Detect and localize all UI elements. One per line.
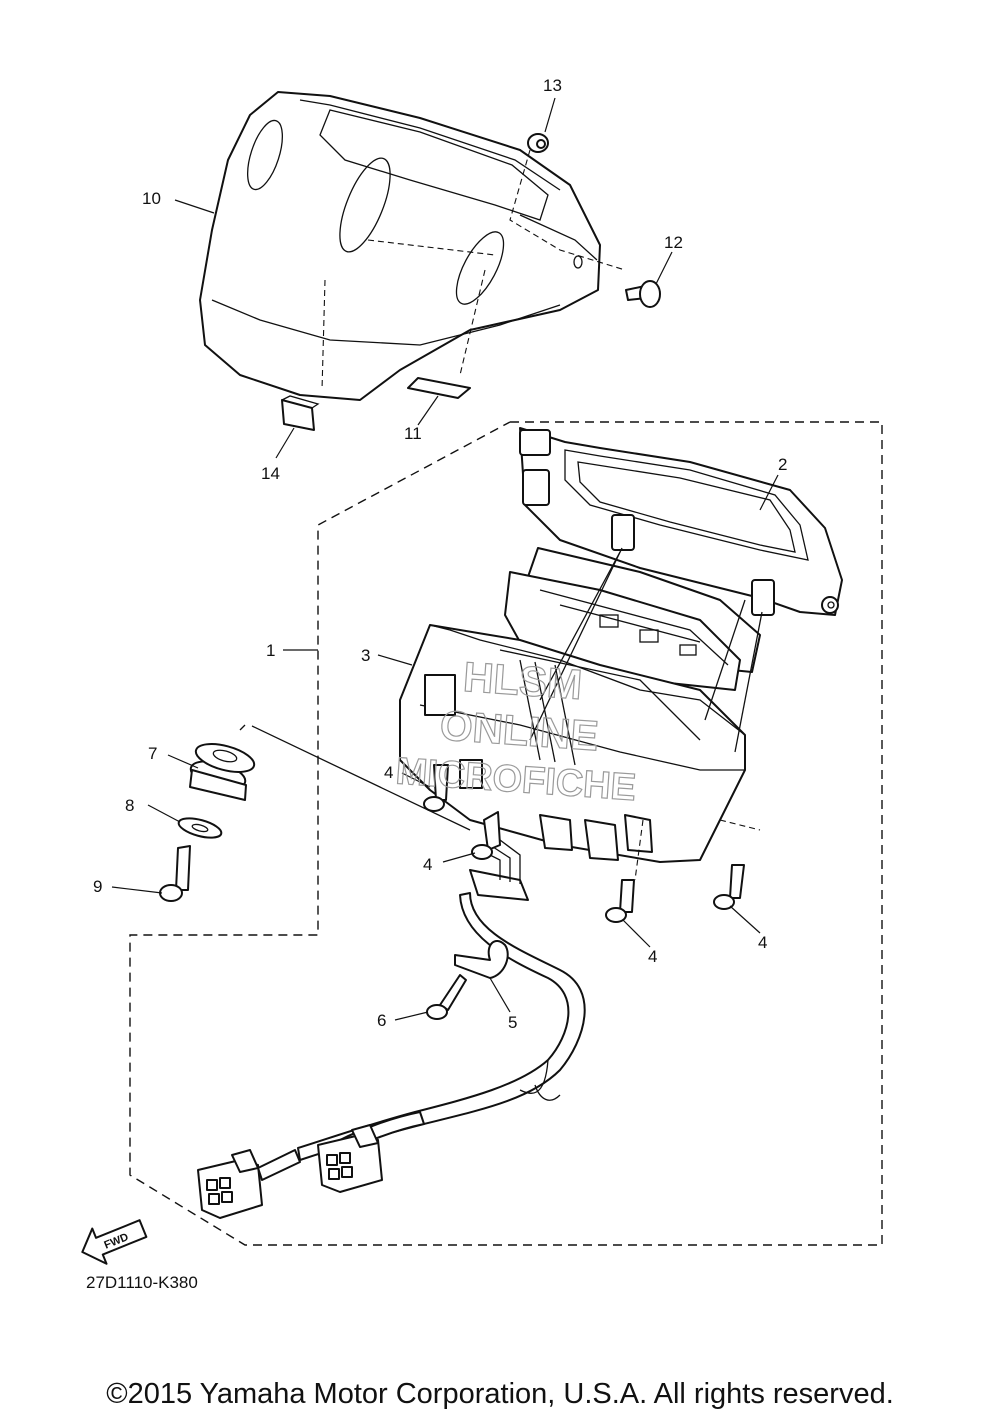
callout-8: 8 bbox=[125, 796, 134, 815]
screw-4-right bbox=[713, 864, 745, 910]
screw-12 bbox=[625, 280, 661, 308]
screw-6 bbox=[426, 974, 467, 1020]
callout-12: 12 bbox=[664, 233, 683, 252]
diagram-code: 27D1110-K380 bbox=[86, 1273, 198, 1292]
callout-4-d: 4 bbox=[758, 933, 767, 952]
callout-1: 1 bbox=[266, 641, 275, 660]
copyright-notice: ©2015 Yamaha Motor Corporation, U.S.A. A… bbox=[106, 1378, 894, 1410]
wire-harness bbox=[297, 839, 586, 1161]
screw-9 bbox=[159, 845, 191, 902]
meter-case-lower bbox=[399, 624, 746, 863]
screw-4-lower-left bbox=[471, 811, 501, 860]
washer-8 bbox=[177, 817, 223, 839]
callout-10: 10 bbox=[142, 189, 161, 208]
forward-arrow: FWD bbox=[81, 1219, 148, 1265]
callout-13: 13 bbox=[543, 76, 562, 95]
callout-4-c: 4 bbox=[648, 947, 657, 966]
screw-4-upper-left bbox=[423, 764, 449, 812]
meter-panel bbox=[504, 547, 761, 691]
callout-14: 14 bbox=[261, 464, 280, 483]
assembly-boundary bbox=[129, 421, 883, 1246]
callout-11: 11 bbox=[404, 424, 422, 443]
connector-left bbox=[197, 1149, 301, 1219]
damper-11 bbox=[407, 377, 471, 399]
leader-lines bbox=[111, 97, 779, 1021]
callout-6: 6 bbox=[377, 1011, 386, 1030]
callout-2: 2 bbox=[778, 455, 787, 474]
watermark-line-2: ONLINE bbox=[438, 701, 600, 759]
callout-7: 7 bbox=[148, 744, 157, 763]
callout-labels: 13 10 12 11 14 2 1 3 7 8 9 4 4 4 4 6 5 bbox=[93, 76, 787, 1032]
callout-4-a: 4 bbox=[384, 763, 393, 782]
callout-3: 3 bbox=[361, 646, 370, 665]
block-14 bbox=[281, 395, 320, 431]
callout-5: 5 bbox=[508, 1013, 517, 1032]
grommet-7 bbox=[189, 743, 256, 801]
screw-4-middle bbox=[605, 879, 635, 923]
callout-9: 9 bbox=[93, 877, 102, 896]
connector-right bbox=[317, 1124, 383, 1193]
clamp-5 bbox=[454, 940, 509, 979]
meter-case-upper bbox=[519, 427, 843, 616]
grommet-13 bbox=[527, 133, 549, 153]
meter-cover bbox=[199, 91, 626, 401]
watermark-line-1: HLSM bbox=[462, 653, 584, 708]
callout-4-b: 4 bbox=[423, 855, 432, 874]
assembly-guides bbox=[239, 547, 763, 881]
